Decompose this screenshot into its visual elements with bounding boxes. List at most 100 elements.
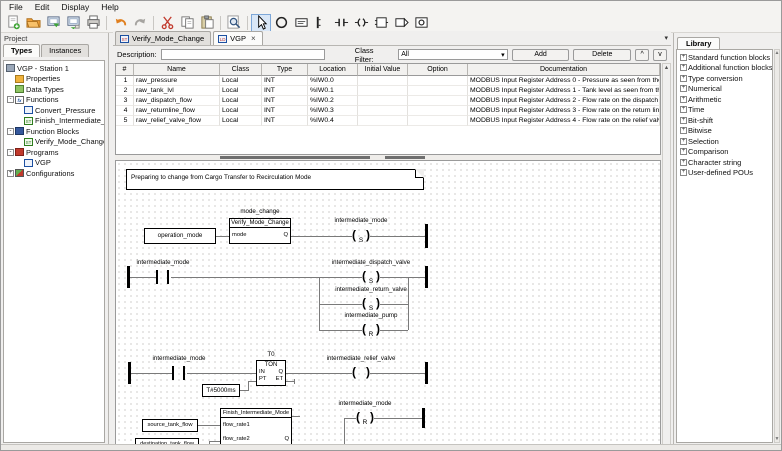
project-tree: VGP - Station 1 Properties Data Types -f…	[3, 60, 105, 443]
add-button[interactable]: Add	[511, 48, 570, 61]
reset-coil[interactable]: R	[356, 411, 374, 426]
collapse-expander[interactable]: -	[7, 127, 14, 135]
contact[interactable]	[156, 270, 158, 284]
comment-block[interactable]: Preparing to change from Cargo Transfer …	[126, 169, 424, 190]
reset-coil[interactable]: R	[362, 323, 380, 338]
description-input[interactable]	[160, 49, 325, 60]
set-coil[interactable]: S	[352, 229, 370, 244]
library-item-numerical[interactable]: +Numerical	[680, 84, 722, 94]
collapse-expander[interactable]: -	[7, 96, 14, 104]
expand-expander[interactable]: +	[7, 169, 14, 177]
select-tool-button[interactable]	[251, 13, 271, 32]
paste-button[interactable]	[197, 14, 217, 32]
library-item-selection[interactable]: +Selection	[680, 136, 719, 146]
comment-tool-button[interactable]	[271, 14, 291, 32]
update-tool-button[interactable]	[411, 14, 431, 32]
menu-bar: File Edit Display Help	[1, 1, 781, 13]
connection-tool-button[interactable]	[391, 14, 411, 32]
tree-item-vgp[interactable]: VGP	[6, 158, 104, 169]
contact[interactable]	[183, 366, 185, 380]
tab-list-dropdown-icon[interactable]: ▾	[664, 35, 668, 42]
powerrail-tool-icon	[316, 16, 322, 29]
scroll-up-icon[interactable]: ▲	[774, 50, 780, 56]
timer-preset-block[interactable]: T#5000ms	[202, 384, 240, 397]
library-item-arithmetic[interactable]: +Arithmetic	[680, 94, 722, 104]
library-scrollbar[interactable]: ▲▼	[774, 49, 780, 443]
library-item-type-conversion[interactable]: +Type conversion	[680, 73, 743, 83]
new-file-button[interactable]	[3, 14, 23, 32]
contact[interactable]	[167, 270, 169, 284]
print-button[interactable]	[83, 14, 103, 32]
contact-tool-icon	[334, 18, 348, 27]
set-coil[interactable]: S	[362, 270, 380, 285]
contact-tool-button[interactable]	[331, 14, 351, 32]
tree-item-data-types[interactable]: Data Types	[6, 84, 104, 95]
tree-item-programs[interactable]: -Programs	[6, 147, 104, 158]
library-item-time[interactable]: +Time	[680, 105, 705, 115]
scroll-down-icon[interactable]: ▼	[774, 436, 780, 442]
function-block-finish-intermediate-mode[interactable]: Finish_Intermediate_Mode flow_rate1 flow…	[220, 408, 292, 450]
library-tab[interactable]: Library	[677, 37, 721, 49]
canvas-vertical-scrollbar[interactable]: ▲▼	[662, 63, 671, 450]
pou-st-icon: ST	[24, 116, 33, 125]
collapse-expander[interactable]: -	[7, 148, 14, 156]
table-horizontal-scrollbar[interactable]	[115, 155, 661, 160]
variable-block[interactable]: operation_mode	[144, 228, 216, 244]
undo-button[interactable]	[110, 14, 130, 32]
delete-button[interactable]: Delete	[573, 48, 632, 61]
redo-button[interactable]	[130, 14, 150, 32]
scroll-up-icon[interactable]: ▲	[663, 65, 670, 71]
variable-tool-button[interactable]	[291, 14, 311, 32]
library-item-user-defined-pous[interactable]: +User-defined POUs	[680, 168, 754, 178]
coil[interactable]	[352, 366, 370, 380]
library-item-comparison[interactable]: +Comparison	[680, 147, 729, 157]
tab-instances[interactable]: Instances	[41, 44, 90, 57]
menu-edit[interactable]: Edit	[34, 2, 50, 12]
tree-item-station[interactable]: VGP - Station 1	[6, 63, 104, 74]
ld-canvas[interactable]: Preparing to change from Cargo Transfer …	[115, 160, 661, 450]
open-folder-icon	[25, 18, 41, 28]
open-project-button[interactable]	[23, 14, 43, 32]
copy-button[interactable]	[177, 14, 197, 32]
library-item-bit-shift[interactable]: +Bit-shift	[680, 115, 714, 125]
search-button[interactable]	[224, 14, 244, 32]
menu-display[interactable]: Display	[61, 2, 90, 12]
close-tab-icon[interactable]: ×	[250, 34, 256, 43]
class-filter-select[interactable]: All▾	[398, 49, 508, 60]
library-item-character-string[interactable]: +Character string	[680, 157, 742, 167]
move-down-button[interactable]: v	[653, 48, 667, 61]
coil-tool-button[interactable]	[351, 14, 371, 32]
library-item-bitwise[interactable]: +Bitwise	[680, 126, 712, 136]
tree-item-properties[interactable]: Properties	[6, 74, 104, 85]
variable-block[interactable]: source_tank_flow	[142, 419, 198, 432]
library-item-standard-function-blocks[interactable]: +Standard function blocks	[680, 52, 771, 62]
tree-item-configurations[interactable]: +Configurations	[7, 168, 75, 178]
tab-types[interactable]: Types	[3, 44, 41, 57]
cut-button[interactable]	[157, 14, 177, 32]
tree-item-function-blocks[interactable]: -Function Blocks	[6, 126, 104, 137]
contact[interactable]	[172, 366, 174, 380]
menu-file[interactable]: File	[9, 2, 23, 12]
save-as-button[interactable]	[63, 14, 83, 32]
block-tool-button[interactable]	[371, 14, 391, 32]
library-item-additional-function-blocks[interactable]: +Additional function blocks	[680, 63, 773, 73]
powerrail-tool-button[interactable]	[311, 14, 331, 32]
set-coil[interactable]: S	[362, 297, 380, 312]
save-button[interactable]	[43, 14, 63, 32]
move-up-button[interactable]: ^	[635, 48, 650, 61]
coil-label: intermediate_dispatch_valve	[331, 259, 411, 266]
tree-item-convert-pressure[interactable]: Convert_Pressure	[6, 105, 104, 116]
menu-help[interactable]: Help	[101, 2, 119, 12]
